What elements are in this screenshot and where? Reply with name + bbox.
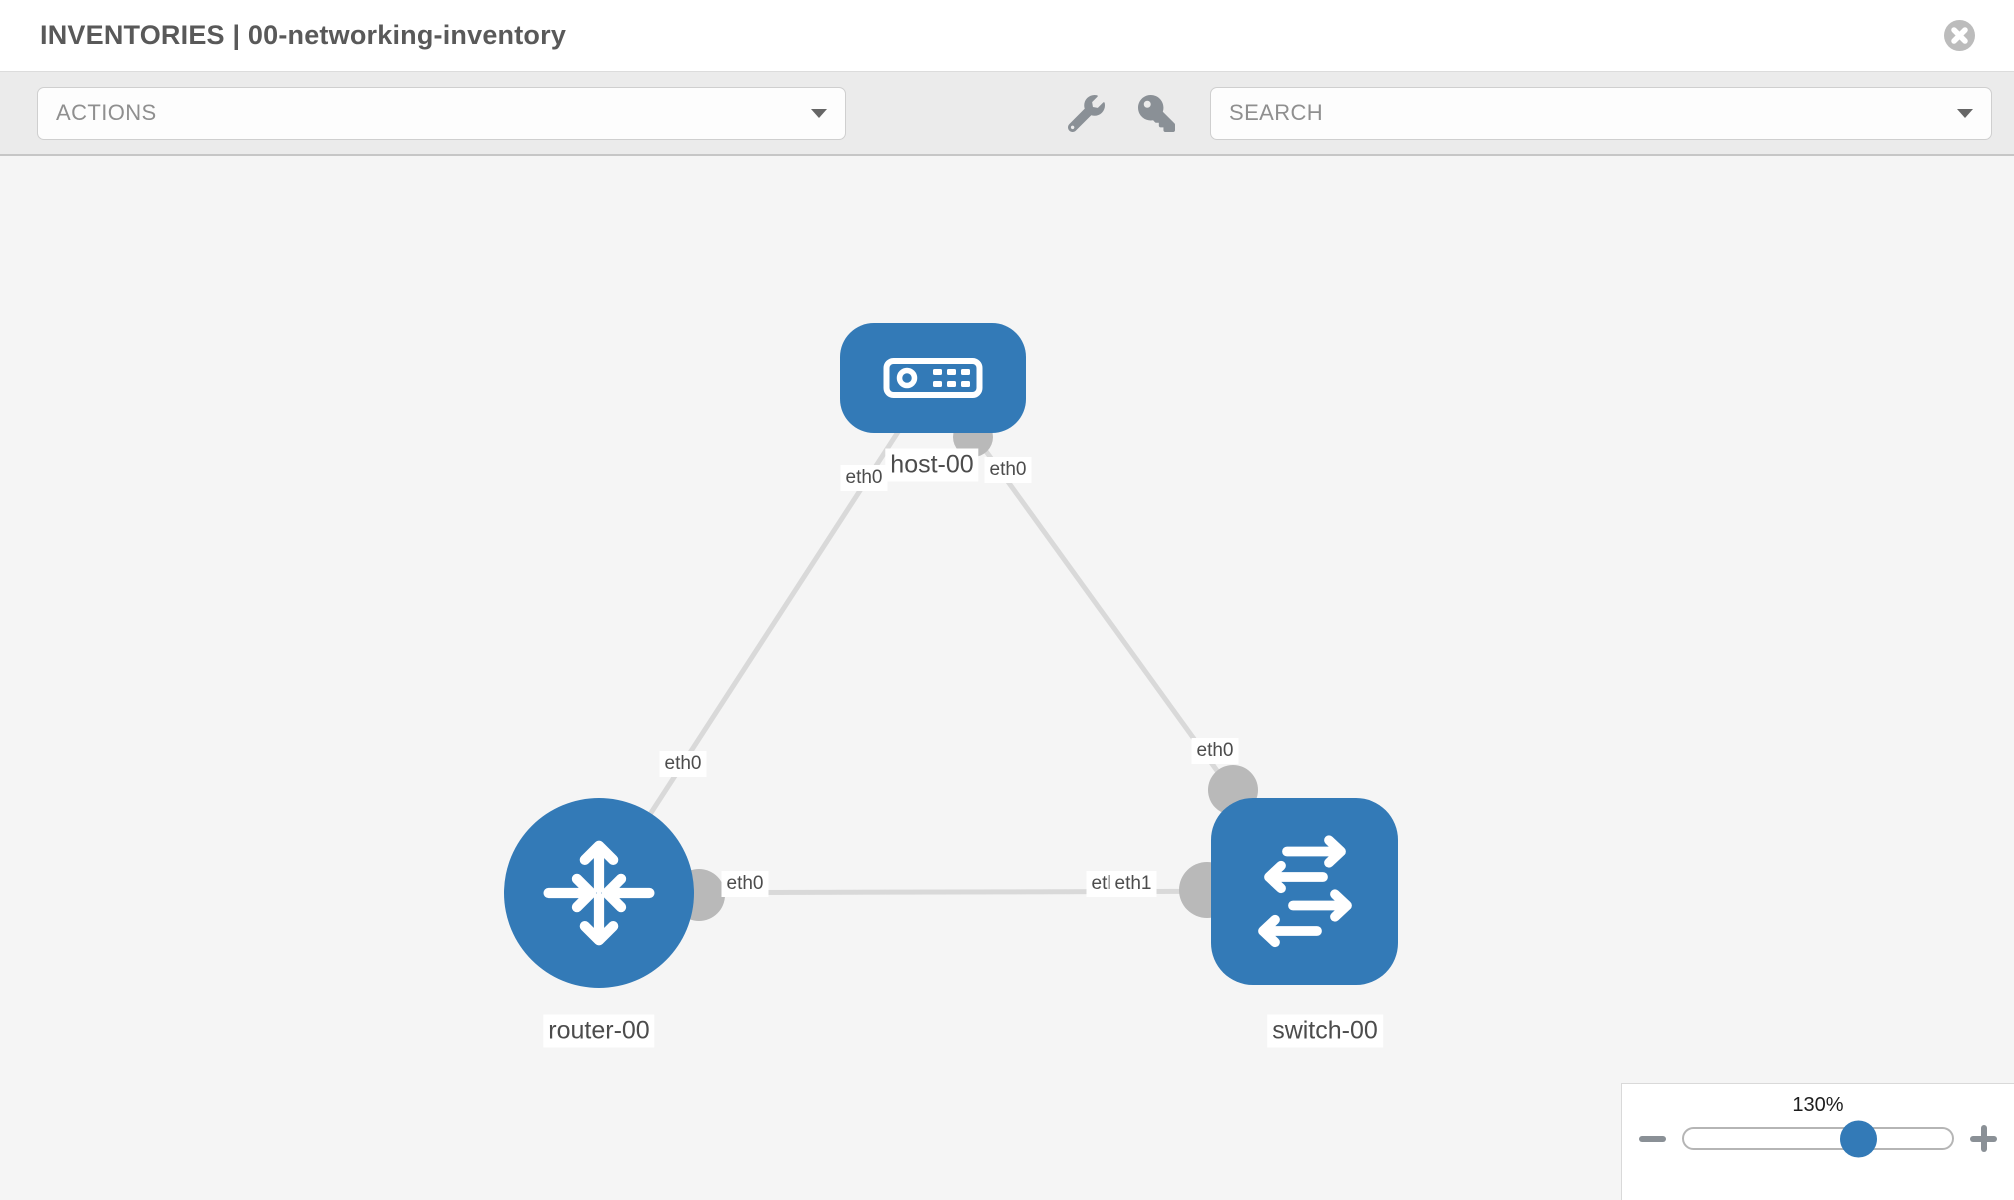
key-button[interactable] [1138, 94, 1175, 132]
server-icon [883, 358, 983, 398]
links-layer [596, 376, 1307, 921]
zoom-in-button[interactable] [1970, 1125, 1997, 1152]
toolbar: ACTIONS SEARCH [0, 72, 2014, 156]
actions-dropdown-label: ACTIONS [56, 100, 157, 125]
interface-label-host-eth0-right: eth0 [984, 457, 1032, 483]
node-label-switch: switch-00 [1267, 1014, 1383, 1048]
node-host-00[interactable] [840, 323, 1026, 433]
interface-label-switch-eth1-horizontal: eth1 [1109, 871, 1157, 897]
toolbar-tools [1067, 94, 1175, 132]
close-button[interactable] [1944, 20, 1975, 51]
interface-label-router-eth0-uplink: eth0 [659, 751, 707, 777]
caret-down-icon [1957, 108, 1973, 118]
route-arrows-icon [543, 840, 655, 946]
key-icon [1138, 94, 1175, 132]
zoom-controls [1622, 1120, 2014, 1157]
wrench-button[interactable] [1067, 94, 1105, 132]
interface-label-switch-eth0-uplink: eth0 [1191, 738, 1239, 764]
node-switch-00[interactable] [1211, 798, 1398, 985]
header-bar: INVENTORIES | 00-networking-inventory [0, 0, 2014, 72]
search-dropdown[interactable]: SEARCH [1210, 86, 1992, 140]
zoom-level-value: 130% [1792, 1094, 1844, 1116]
wrench-icon [1067, 94, 1105, 132]
zoom-out-button[interactable] [1639, 1135, 1666, 1142]
zoom-slider-thumb[interactable] [1840, 1120, 1877, 1157]
actions-dropdown[interactable]: ACTIONS [37, 86, 846, 140]
link-router-host[interactable] [596, 376, 936, 895]
page-title: INVENTORIES | 00-networking-inventory [40, 20, 567, 50]
zoom-slider-track[interactable] [1682, 1120, 1954, 1157]
node-label-host: host-00 [885, 448, 979, 482]
topology-canvas[interactable]: host-00 router-00 switch-00 eth0 eth0 et… [0, 156, 2014, 1200]
zoom-panel: 130% [1621, 1083, 2014, 1200]
circle-x-icon [1944, 20, 1975, 51]
node-router-00[interactable] [504, 798, 694, 988]
search-dropdown-label: SEARCH [1229, 100, 1324, 125]
interface-label-router-eth0-horizontal: eth0 [721, 871, 769, 897]
switch-arrows-icon [1257, 834, 1352, 947]
node-label-router: router-00 [543, 1014, 655, 1048]
interface-label-host-eth0-left: eth0 [840, 465, 888, 491]
caret-down-icon [811, 108, 827, 118]
